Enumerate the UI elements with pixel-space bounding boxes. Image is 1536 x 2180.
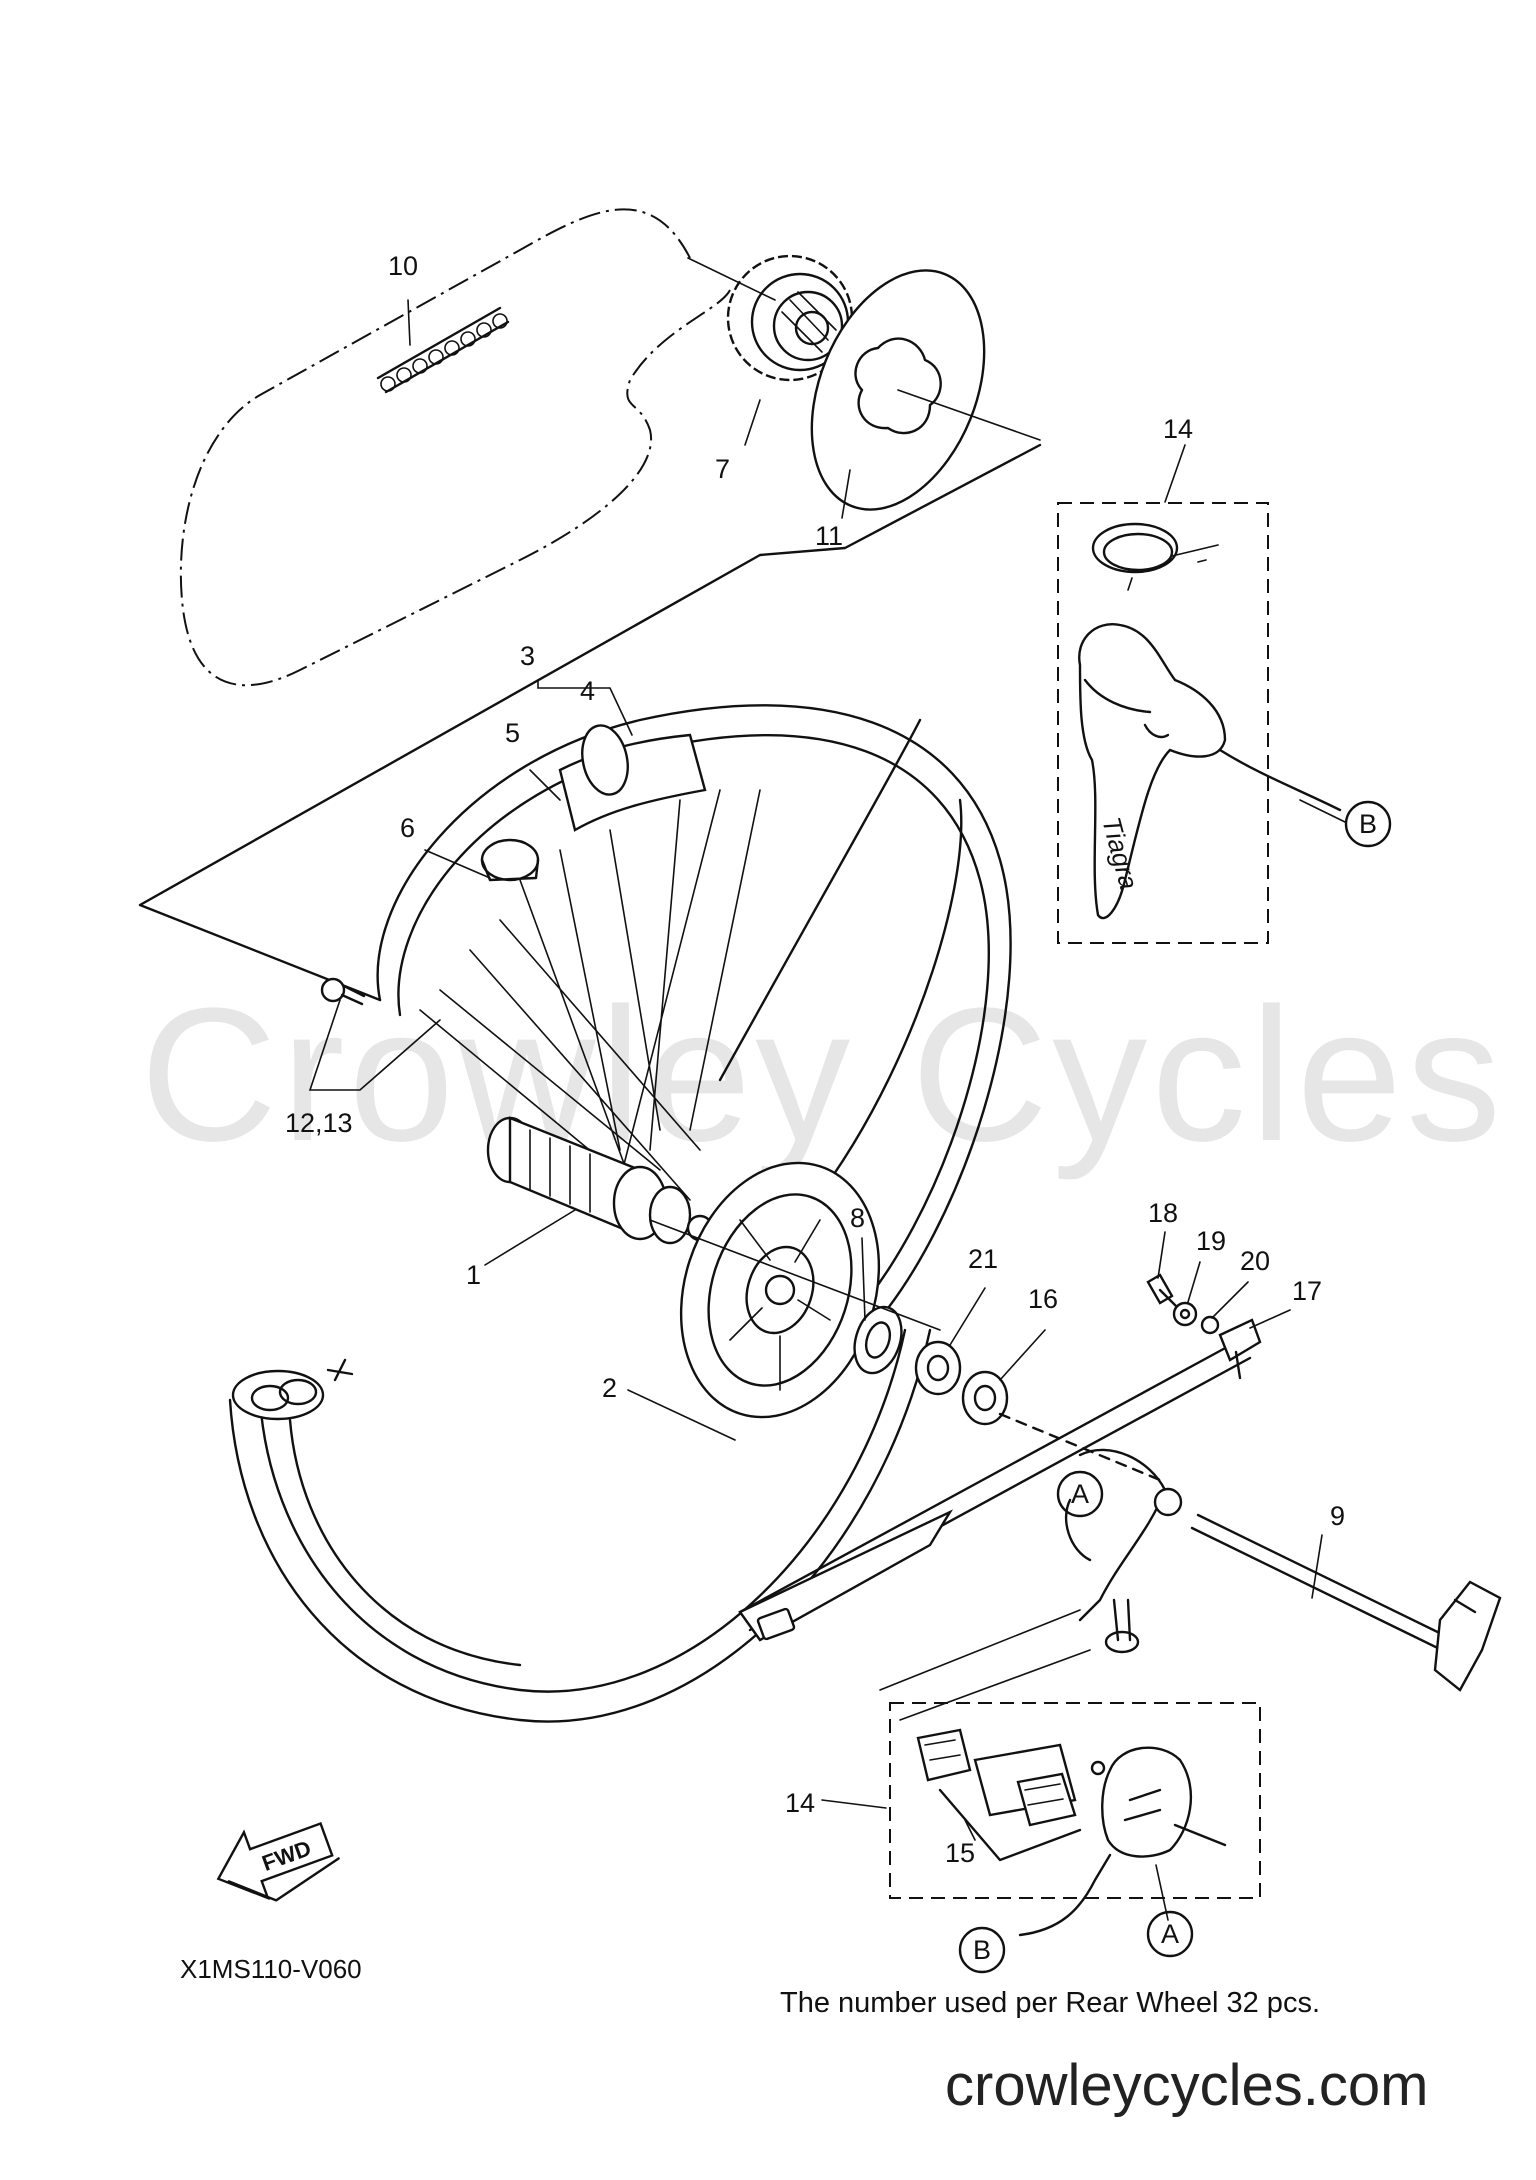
guide-line xyxy=(897,389,1041,441)
lock-nut[interactable] xyxy=(914,1340,962,1396)
part-label-6: 6 xyxy=(400,813,415,843)
brake-caliper-kit-box xyxy=(889,1702,1261,1899)
part-label-14-lever: 14 xyxy=(1163,414,1193,444)
reference-marker-b-caliper: B xyxy=(958,1926,1006,1974)
svg-text:B: B xyxy=(973,1935,991,1965)
site-url[interactable]: crowleycycles.com xyxy=(945,2053,1428,2118)
brake-caliper[interactable] xyxy=(1018,1746,1227,1937)
part-label-12-13: 12,13 xyxy=(285,1108,353,1138)
part-label-17: 17 xyxy=(1292,1276,1322,1306)
svg-text:A: A xyxy=(1161,1919,1179,1949)
frame-dropout[interactable] xyxy=(738,1338,1252,1721)
brake-rotor[interactable] xyxy=(649,1137,910,1443)
part-label-10: 10 xyxy=(388,251,418,281)
rim[interactable] xyxy=(376,704,1012,1332)
rim-valve-insert[interactable] xyxy=(480,838,540,882)
reference-marker-b-lever: B xyxy=(1299,799,1392,848)
reference-marker-a-frame: A xyxy=(1056,1470,1104,1518)
fwd-arrow-icon: FWD xyxy=(216,1821,340,1902)
part-label-19: 19 xyxy=(1196,1226,1226,1256)
part-label-3: 3 xyxy=(520,641,535,671)
brake-shift-lever[interactable]: Tiagra xyxy=(1078,623,1342,920)
inner-tube[interactable] xyxy=(228,1328,932,1723)
part-label-16: 16 xyxy=(1028,1284,1058,1314)
spoke-quantity-note: The number used per Rear Wheel 32 pcs. xyxy=(780,1987,1320,2019)
part-label-8: 8 xyxy=(850,1203,865,1233)
svg-text:B: B xyxy=(1359,809,1377,839)
through-axle[interactable] xyxy=(1190,1513,1502,1692)
part-label-2: 2 xyxy=(602,1373,617,1403)
part-label-11: 11 xyxy=(815,521,843,551)
brake-lever-kit-box xyxy=(1057,502,1269,944)
part-label-15: 15 xyxy=(945,1838,975,1868)
guide-line xyxy=(687,257,776,301)
part-label-4: 4 xyxy=(580,676,595,706)
spacer[interactable] xyxy=(961,1370,1009,1426)
rear-hub[interactable] xyxy=(486,1116,714,1245)
part-labels: 10 7 11 3 4 5 6 12,13 1 2 8 21 16 18 19 … xyxy=(285,251,1345,1868)
chain-segment[interactable] xyxy=(376,306,510,394)
diagram-code: X1MS110-V060 xyxy=(180,1954,362,1984)
chain-loop xyxy=(179,208,731,687)
leader-lines xyxy=(308,299,1323,1921)
part-label-9: 9 xyxy=(1330,1501,1345,1531)
cassette-sprocket[interactable] xyxy=(726,254,854,382)
part-label-7: 7 xyxy=(715,454,730,484)
rim-tube[interactable] xyxy=(558,721,707,832)
washer[interactable] xyxy=(1172,1301,1198,1327)
svg-text:A: A xyxy=(1071,1479,1089,1509)
part-label-21: 21 xyxy=(968,1244,998,1274)
part-label-14-caliper: 14 xyxy=(785,1788,815,1818)
axle-bolt[interactable] xyxy=(1146,1273,1182,1312)
part-label-1: 1 xyxy=(466,1260,481,1290)
reference-marker-a-caliper: A xyxy=(1146,1910,1194,1958)
assembly-bracket xyxy=(138,443,1042,1002)
part-label-5: 5 xyxy=(505,718,520,748)
part-label-20: 20 xyxy=(1240,1246,1270,1276)
pad-bracket xyxy=(938,1788,1082,1862)
part-label-18: 18 xyxy=(1148,1198,1178,1228)
axle-clamp[interactable] xyxy=(1218,1318,1262,1380)
collar[interactable] xyxy=(1200,1315,1220,1335)
brake-cable-coil[interactable] xyxy=(1091,522,1219,591)
brake-pads[interactable] xyxy=(916,1728,1077,1827)
axis-line xyxy=(649,1219,941,1331)
rotor-lock-ring[interactable] xyxy=(847,1301,910,1379)
watermark: Crowley Cycles xyxy=(140,969,1505,1181)
spoke-nipple[interactable] xyxy=(320,977,366,1006)
caliper-mount-bolt[interactable] xyxy=(1104,1598,1140,1654)
